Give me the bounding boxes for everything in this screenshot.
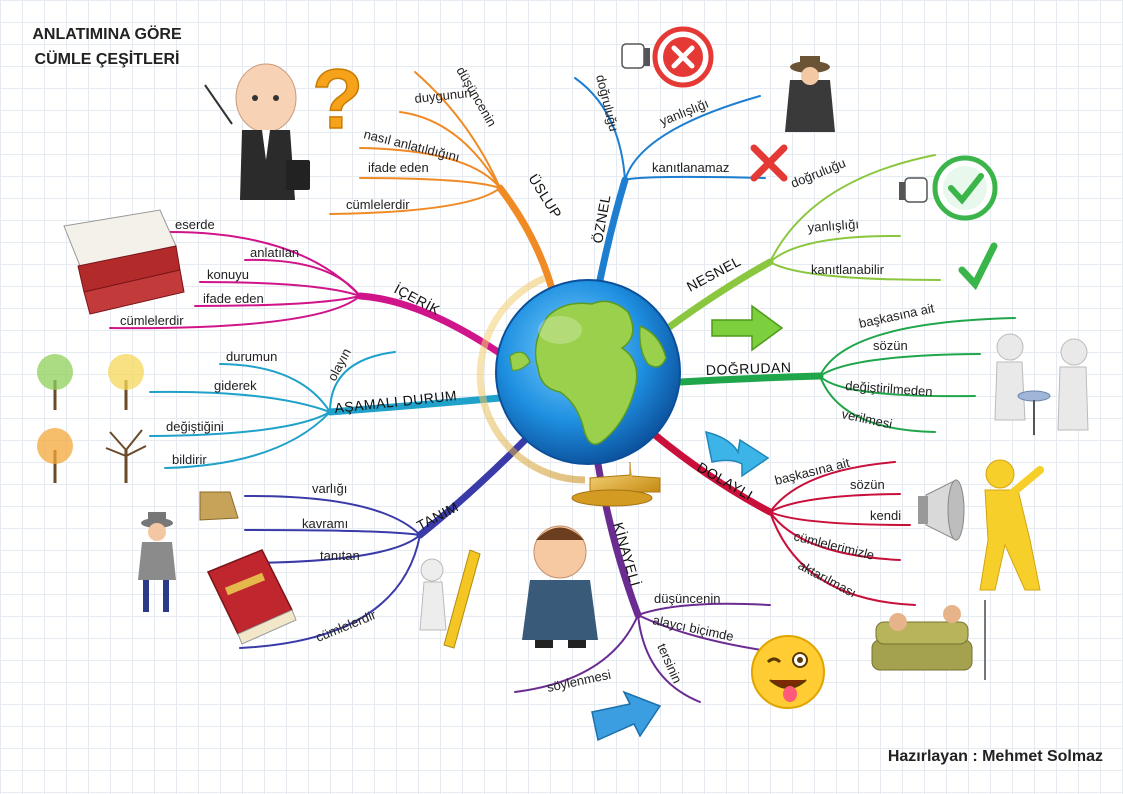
tanim-leaf-2: kavramı <box>302 516 348 531</box>
icerik-leaf-2: anlatılan <box>250 245 299 260</box>
yellow-figure-icon <box>979 459 1044 591</box>
branch-label-uslup: ÜSLUP <box>525 171 565 222</box>
dolayli-leaf-5: aktarılması <box>796 557 859 600</box>
branch-label-dogrudan: DOĞRUDAN <box>706 359 792 378</box>
tanim-leaf-1: varlığı <box>312 481 347 496</box>
oznel-leaf-1: doğruluğu <box>593 73 622 133</box>
red-x-icon <box>750 144 788 182</box>
asamali-lines <box>149 351 504 469</box>
author-credit: Hazırlayan : Mehmet Solmaz <box>887 748 1103 765</box>
kinayeli-leaf-1: düşüncenin <box>654 591 721 606</box>
megaphone-icon <box>918 479 965 541</box>
asamali-leaf-4: değiştiğini <box>166 419 224 434</box>
inspector-icon <box>138 491 239 612</box>
thumbs-down-icon <box>621 43 650 69</box>
icerik-leaf-5: cümlelerdir <box>120 313 184 328</box>
oznel-lines <box>574 77 766 294</box>
boss-baby-icon <box>204 63 310 200</box>
asamali-leaf-3: giderek <box>214 378 257 393</box>
nesnel-lines <box>664 154 941 332</box>
title-line-1: ANLATIMINA GÖRE <box>32 26 182 43</box>
branch-lines <box>109 71 1016 703</box>
tanim-leaf-4: cümlelerdir <box>314 607 379 645</box>
kinayeli-leaf-2: alaycı biçimde <box>651 612 735 644</box>
uslup-leaf-2: duygunun <box>414 85 472 106</box>
page-title: ANLATIMINA GÖRE CÜMLE ÇEŞİTLERİ <box>12 22 202 72</box>
green-arrow-icon <box>711 304 784 352</box>
uslup-leaf-4: ifade eden <box>368 160 429 175</box>
icerik-leaf-3: konuyu <box>207 267 249 282</box>
question-mark-icon: ? <box>312 52 363 146</box>
asamali-leaf-2: durumun <box>226 349 277 364</box>
dogrudan-leaf-4: verilmesi <box>840 406 893 431</box>
winking-emoji-icon <box>751 635 825 709</box>
dogrudan-leaf-3: değiştirilmeden <box>845 378 933 399</box>
dictionary-icon <box>206 549 297 645</box>
blue-cursor-arrow-icon <box>591 690 662 742</box>
tanim-leaf-3: tanıtan <box>320 548 360 563</box>
dolayli-leaf-2: sözün <box>850 477 885 492</box>
dolayli-lines <box>651 431 916 606</box>
nesnel-leaf-2: yanlışlığı <box>807 216 859 235</box>
icerik-leaf-1: eserde <box>175 217 215 232</box>
globe-icon <box>476 274 681 507</box>
uslup-lines <box>329 71 559 304</box>
asamali-leaf-1: olayın <box>324 346 354 384</box>
uslup-leaf-3: nasıl anlatıldığını <box>362 126 461 164</box>
green-check-circle-icon <box>932 155 998 221</box>
blue-arrow-icon <box>705 430 770 478</box>
uslup-leaf-5: cümlelerdir <box>346 197 410 212</box>
nesnel-leaf-3: kanıtlanabilir <box>811 262 885 277</box>
dogrudan-leaf-1: başkasına ait <box>858 300 936 331</box>
seasons-trees-icon <box>37 354 147 483</box>
dogrudan-leaf-2: sözün <box>873 338 908 353</box>
branch-label-tanim: TANIM <box>414 498 461 533</box>
red-x-circle-icon <box>652 26 714 88</box>
meeting-figures-icon <box>994 333 1089 435</box>
branch-label-asamali: AŞAMALI DURUM <box>334 387 458 416</box>
pencil-figure-icon <box>419 549 481 649</box>
green-check-icon <box>958 242 998 291</box>
dolayli-leaf-3: kendi <box>870 508 901 523</box>
icerik-leaf-4: ifade eden <box>203 291 264 306</box>
books-icon <box>63 209 185 315</box>
asamali-leaf-5: bildirir <box>172 452 207 467</box>
thinking-man-icon <box>522 525 598 648</box>
dogrudan-lines <box>676 317 1016 433</box>
branch-label-nesnel: NESNEL <box>684 253 744 295</box>
title-line-2: CÜMLE ÇEŞİTLERİ <box>34 51 180 68</box>
thumbs-up-icon <box>899 177 928 203</box>
kinayeli-leaf-3: tersinin <box>654 641 685 685</box>
icerik-lines <box>109 231 502 356</box>
couch-people-icon <box>871 600 986 680</box>
nesnel-leaf-1: doğruluğu <box>789 155 848 191</box>
detective-icon <box>785 56 835 132</box>
kinayeli-leaf-4: söylenmesi <box>546 667 613 695</box>
dolayli-leaf-1: başkasına ait <box>773 455 851 488</box>
oznel-leaf-3: kanıtlanamaz <box>652 160 729 175</box>
